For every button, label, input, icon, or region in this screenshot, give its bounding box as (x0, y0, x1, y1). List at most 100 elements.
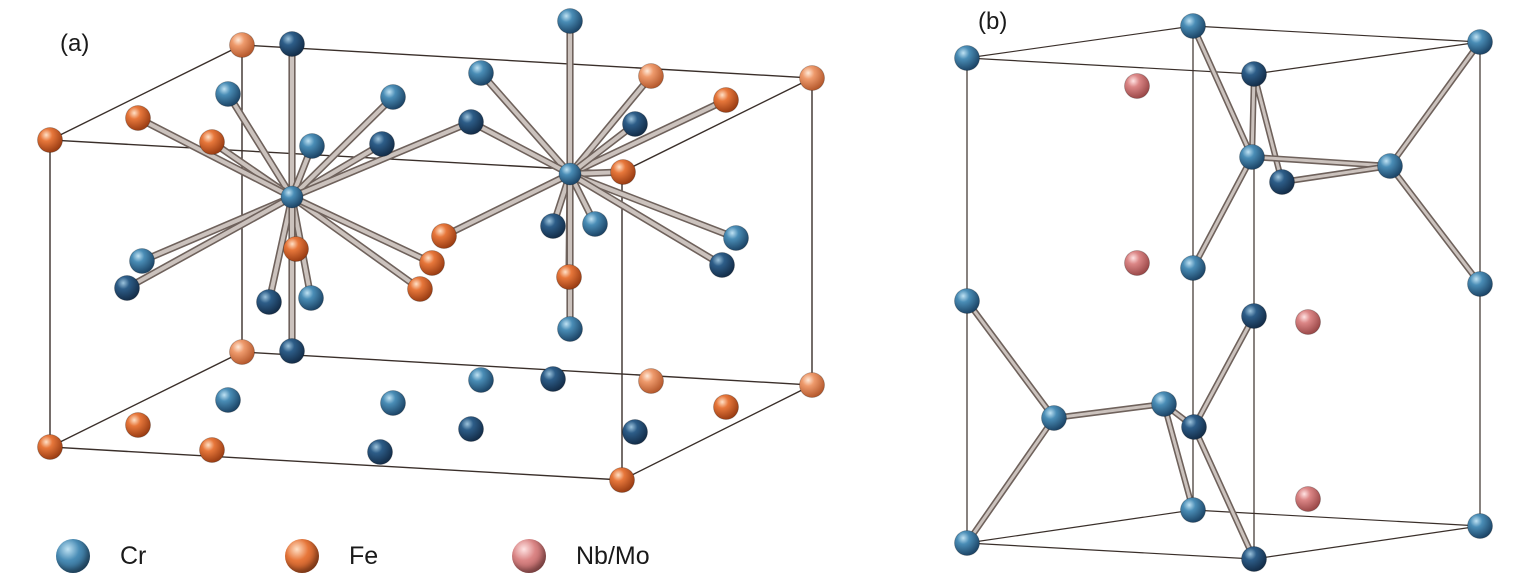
bond-highlight (1388, 40, 1482, 168)
bond-highlight (568, 74, 653, 176)
cr-atom (954, 45, 980, 71)
bond-highlight (1191, 155, 1254, 270)
fe-atom (199, 129, 225, 155)
cr-atom (558, 162, 582, 186)
nbmo-atom (1124, 73, 1150, 99)
legend-item-fe: Fe (285, 536, 378, 576)
cr-atom (540, 213, 566, 239)
bond-highlight (568, 122, 637, 176)
legend-label-nbmo: Nb/Mo (576, 541, 650, 570)
bond-highlight (965, 416, 1056, 545)
fe-atom (283, 236, 309, 262)
cr-atom (1180, 13, 1206, 39)
cr-atom (622, 419, 648, 445)
legend-item-nbmo: Nb/Mo (512, 536, 650, 576)
cr-atom (954, 530, 980, 556)
bond-highlight (125, 195, 294, 290)
nbmo-atom (1295, 486, 1321, 512)
cr-atom (215, 387, 241, 413)
bond-highlight (568, 172, 738, 240)
cr-atom (540, 366, 566, 392)
panel-a (37, 8, 825, 493)
cr-atom (1180, 255, 1206, 281)
cr-atom (557, 316, 583, 342)
panel-a-bonds (123, 17, 740, 355)
cr-atom (380, 390, 406, 416)
fe-atom (407, 276, 433, 302)
cr-atom (129, 248, 155, 274)
fe-atom (799, 65, 825, 91)
cr-atom (1269, 169, 1295, 195)
nbmo-atom (1124, 250, 1150, 276)
nbmo-atom (1295, 309, 1321, 335)
legend-item-cr: Cr (56, 536, 146, 576)
bond-highlight (1280, 164, 1392, 184)
cr-atom (582, 211, 608, 237)
cr-atom (1467, 29, 1493, 55)
cr-atom (468, 367, 494, 393)
bond-highlight (1052, 402, 1166, 420)
cr-atom (280, 185, 304, 209)
bond-highlight (290, 195, 434, 265)
fe-atom (229, 339, 255, 365)
cr-atom-swatch (56, 539, 90, 573)
cr-atom (114, 275, 140, 301)
cr-atom (1467, 513, 1493, 539)
cr-atom (299, 133, 325, 159)
cr-atom (279, 338, 305, 364)
fe-atom (556, 264, 582, 290)
fe-atom (419, 250, 445, 276)
bond-highlight (1162, 402, 1195, 512)
bond-highlight (290, 95, 395, 199)
fe-atom (125, 105, 151, 131)
legend-label-cr: Cr (120, 541, 147, 570)
cr-atom (369, 131, 395, 157)
cr-atom (1241, 546, 1267, 572)
cr-atom (1239, 144, 1265, 170)
bond-highlight (1252, 72, 1284, 184)
fe-atom (37, 127, 63, 153)
bond-highlight (267, 195, 294, 304)
panel-a-atoms (37, 8, 825, 493)
panel-b-atoms (954, 13, 1493, 572)
cr-atom (458, 109, 484, 135)
cr-atom (256, 289, 282, 315)
cr-atom (367, 439, 393, 465)
bond-highlight (1192, 425, 1256, 561)
fe-atom (609, 467, 635, 493)
cr-atom (622, 111, 648, 137)
legend-label-fe: Fe (349, 541, 379, 570)
bond-highlight (1250, 72, 1256, 159)
nbmo-atom-swatch (512, 539, 546, 573)
fe-atom (799, 372, 825, 398)
bond-highlight (479, 71, 572, 176)
bond-highlight (1191, 24, 1254, 159)
cr-atom (1151, 391, 1177, 417)
panel-b (954, 13, 1493, 572)
cr-atom (1241, 303, 1267, 329)
bond-highlight (290, 195, 422, 291)
bond-highlight (1192, 314, 1256, 429)
fe-atom (37, 434, 63, 460)
bond-highlight (136, 116, 294, 199)
cr-atom (557, 8, 583, 34)
fe-atom (638, 63, 664, 89)
bond-highlight (226, 92, 294, 199)
cr-atom (1467, 271, 1493, 297)
fe-atom (610, 159, 636, 185)
fe-atom (229, 32, 255, 58)
cr-atom (1241, 61, 1267, 87)
cr-atom (298, 285, 324, 311)
bond-highlight (469, 120, 572, 176)
fe-atom (713, 87, 739, 113)
cr-atom (380, 84, 406, 110)
panel-b-bonds (963, 22, 1484, 563)
bond-highlight (965, 299, 1056, 420)
bond-highlight (1388, 164, 1482, 286)
fe-atom (125, 412, 151, 438)
cr-atom (1377, 153, 1403, 179)
cr-atom (1041, 405, 1067, 431)
fe-atom (713, 394, 739, 420)
cr-atom (1180, 497, 1206, 523)
